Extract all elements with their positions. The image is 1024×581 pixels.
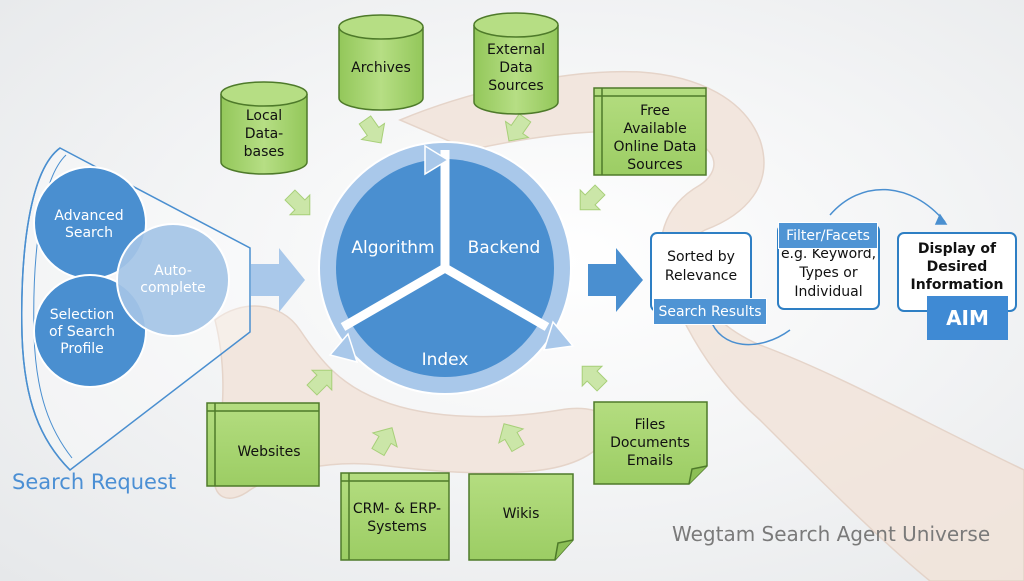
cycle-arrowhead-left [328, 332, 359, 364]
local-databases-label: Local Data-bases [243, 108, 285, 160]
display-info-label: Display of Desired Information [910, 241, 1004, 293]
source-arrows [284, 113, 608, 457]
document-shapes [206, 87, 708, 561]
archives-cylinder [338, 14, 424, 111]
crm-label: CRM- & ERP- Systems [352, 501, 442, 535]
request-arrow [251, 248, 305, 312]
keyword-label: e.g. Keyword, Types or Individual [780, 246, 877, 300]
flow-arrows [251, 248, 643, 312]
search-request-funnel [21, 147, 251, 471]
websites-doc [206, 402, 320, 487]
index-label: Index [421, 350, 469, 370]
cycle-arrowhead-top [424, 144, 450, 176]
files-label: Files Documents Emails [610, 417, 690, 469]
crm-doc [340, 472, 450, 561]
wikis-label: Wikis [502, 506, 540, 522]
free-sources-doc [593, 87, 707, 176]
archives-label: Archives [351, 60, 411, 76]
advanced-search-label: Advanced Search [54, 208, 124, 241]
core-engine [318, 141, 575, 395]
search-results-tag[interactable]: Search Results [653, 298, 767, 325]
wikis-doc [468, 473, 574, 561]
filter-facets-tag[interactable]: Filter/Facets [778, 222, 878, 249]
files-doc [593, 401, 708, 485]
result-arrow [588, 248, 643, 312]
websites-label: Websites [237, 444, 301, 460]
cycle-arrowhead-right [542, 320, 575, 351]
footer-title: Wegtam Search Agent Universe [672, 522, 991, 546]
result-flow-arcs [709, 188, 948, 346]
backend-label: Backend [467, 238, 541, 258]
search-request-caption: Search Request [12, 470, 177, 494]
aim-badge[interactable]: AIM [927, 296, 1008, 340]
free-sources-label: Free Available Online Data Sources [613, 103, 697, 173]
database-cylinders [220, 12, 559, 175]
autocomplete-label: Auto-complete [140, 263, 206, 296]
selection-profile-circle[interactable] [33, 274, 147, 388]
external-data-label: External Data Sources [486, 42, 546, 94]
external-data-cylinder [473, 12, 559, 115]
autocomplete-circle[interactable] [116, 223, 230, 337]
local-databases-cylinder [220, 81, 308, 175]
sorted-relevance-label: Sorted by Relevance [664, 249, 738, 284]
selection-profile-label: Selection of Search Profile [48, 306, 116, 357]
algorithm-label: Algorithm [351, 238, 435, 258]
